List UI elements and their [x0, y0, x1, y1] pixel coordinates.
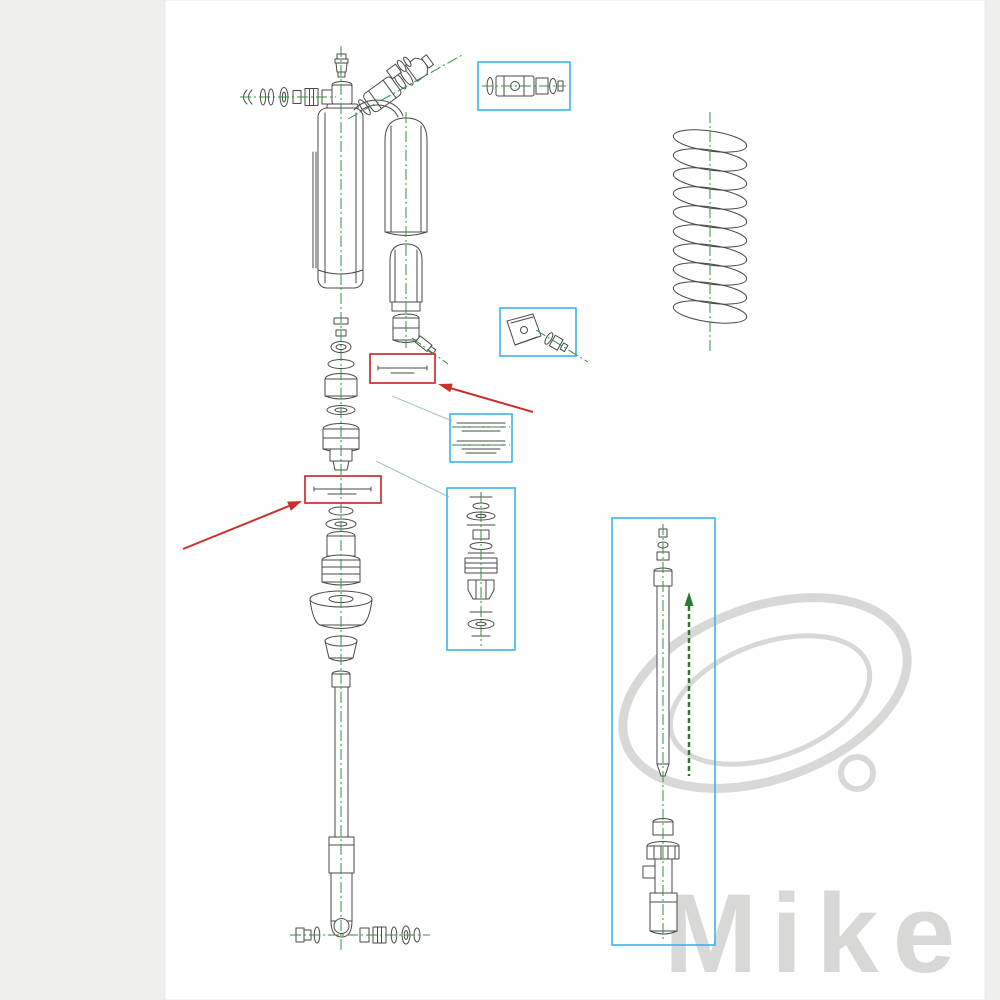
callout-connector-line-2 — [375, 460, 450, 498]
highlight-box-seal-2 — [304, 475, 382, 504]
highlight-box-seal-1 — [369, 353, 436, 384]
highlight-arrow-2 — [182, 501, 302, 550]
arrow-head-icon — [438, 383, 453, 393]
arrow-head-icon — [287, 501, 302, 511]
coil-spring — [672, 129, 748, 324]
seal-part-1 — [377, 365, 428, 374]
highlight-arrow-1 — [438, 383, 534, 413]
watermark-text: Mike — [664, 871, 969, 996]
piston-stack — [309, 317, 373, 662]
reservoir-hose — [353, 99, 404, 118]
needle-arrow-icon — [684, 592, 694, 606]
callout-connector-line-1 — [391, 395, 453, 422]
compression-bolt — [414, 335, 437, 355]
valve-body — [506, 313, 542, 346]
product-image-panel — [164, 0, 986, 1000]
adjuster-needle — [684, 592, 694, 776]
shock-shaft — [328, 670, 355, 938]
watermark-logo — [618, 593, 912, 793]
remote-hose — [312, 151, 317, 269]
seal-part-2 — [313, 486, 372, 495]
centerlines — [240, 46, 711, 952]
bleed-screw — [386, 56, 412, 80]
